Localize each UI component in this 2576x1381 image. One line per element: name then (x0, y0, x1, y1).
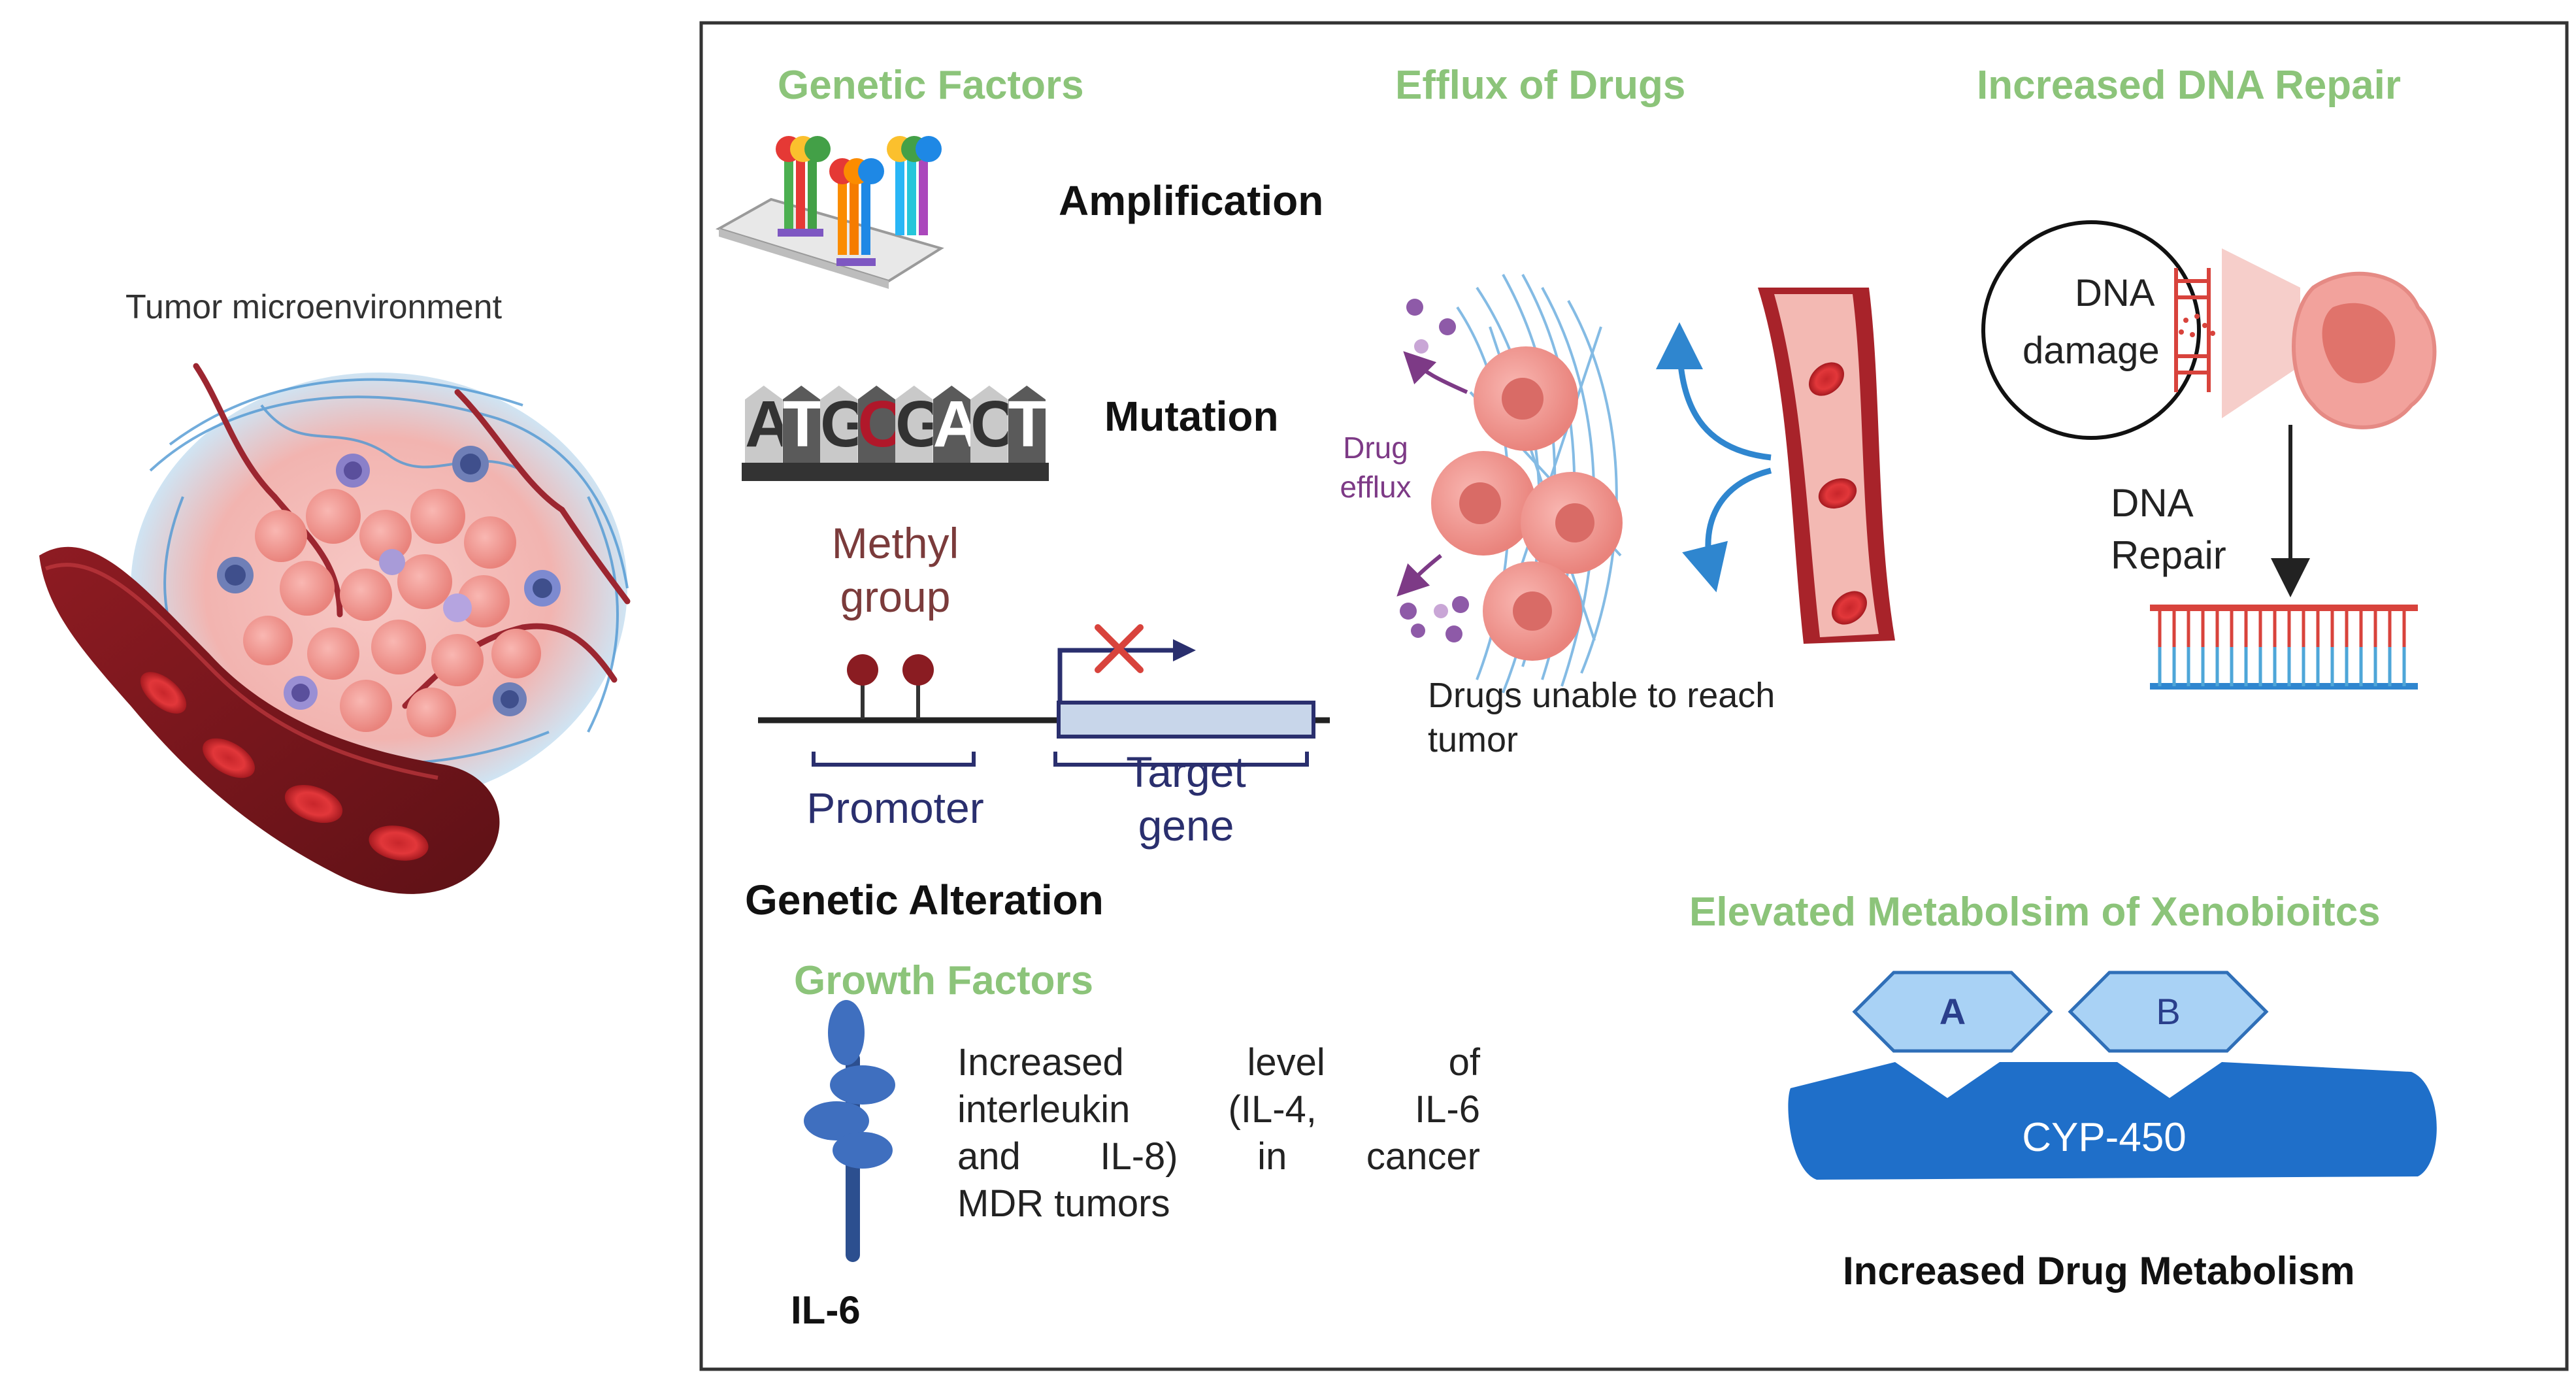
growth-factors-title: Growth Factors (794, 958, 1094, 1003)
cyp450-enzyme (1788, 1062, 2437, 1180)
gene-regulation-illustration (758, 624, 1330, 767)
mutation-letter: T (1008, 386, 1046, 463)
increased-drug-metabolism-label: Increased Drug Metabolism (1843, 1249, 2355, 1293)
interleukin-paragraph: Increased level of interleukin (IL-4, IL… (957, 1041, 1480, 1225)
il6-label: IL-6 (791, 1288, 861, 1332)
target-gene-bracket (1053, 752, 1309, 767)
blocked-x-icon (1095, 624, 1144, 673)
immune-cells (217, 446, 561, 716)
dna-damage-magnifier (1981, 220, 2201, 440)
substrate-a-label: A (1939, 991, 1966, 1032)
dna-damage-label: DNA damage (2023, 272, 2160, 372)
il6-receptor-icon (804, 1000, 895, 1262)
mutation-letter: A (933, 386, 970, 463)
substrate-b-hexagon (2068, 971, 2269, 1053)
elevated-metabolism-title: Elevated Metabolsim of Xenobioitcs (1689, 890, 2381, 935)
genetic-factors-title: Genetic Factors (778, 63, 1084, 108)
microarray-chip-illustration (715, 136, 944, 289)
target-gene-label: Target gene (1126, 748, 1246, 850)
substrate-a-hexagon (1852, 971, 2053, 1053)
mutation-letter: C (970, 386, 1008, 463)
mutation-letter: A (745, 386, 783, 463)
methyl-group-label: Methyl group (831, 519, 959, 621)
blood-vessel (39, 546, 500, 894)
tumor-cells (243, 489, 541, 737)
efflux-of-drugs-title: Efflux of Drugs (1395, 63, 1686, 108)
target-gene-box (1057, 701, 1315, 739)
tumor-microenvironment-label: Tumor microenvironment (125, 288, 503, 326)
dna-repair-label: DNA Repair (2111, 481, 2226, 577)
drugs-unable-label: Drugs unable to reach tumor (1428, 676, 1775, 759)
cyp450-enzyme-illustration (1788, 971, 2437, 1180)
drug-efflux-label: Drug efflux (1340, 431, 1412, 504)
mutation-label: Mutation (1104, 393, 1279, 440)
mutation-sequence-illustration (742, 463, 1049, 481)
mutation-letter: G (895, 386, 933, 463)
promoter-bracket (812, 752, 976, 767)
genetic-alteration-label: Genetic Alteration (745, 876, 1104, 923)
tumor-microenvironment-illustration (39, 363, 631, 894)
drug-efflux-illustration (1396, 274, 1895, 693)
red-blood-cells-left (140, 672, 429, 861)
amplification-label: Amplification (1059, 177, 1324, 224)
promoter-label: Promoter (806, 784, 984, 832)
mutation-letter: G (820, 386, 858, 463)
substrate-b-label: B (2156, 991, 2181, 1032)
methyl-group-icon-2 (902, 654, 934, 686)
mutation-letter: C (857, 386, 895, 463)
transcription-arrow (1057, 648, 1173, 701)
mutation-letter: T (782, 386, 820, 463)
main-panel-border (699, 21, 2569, 1371)
dna-repair-illustration (1981, 220, 2437, 690)
increased-dna-repair-title: Increased DNA Repair (1977, 63, 2401, 108)
methyl-group-icon (847, 654, 878, 686)
cyp450-label: CYP-450 (2022, 1115, 2187, 1160)
